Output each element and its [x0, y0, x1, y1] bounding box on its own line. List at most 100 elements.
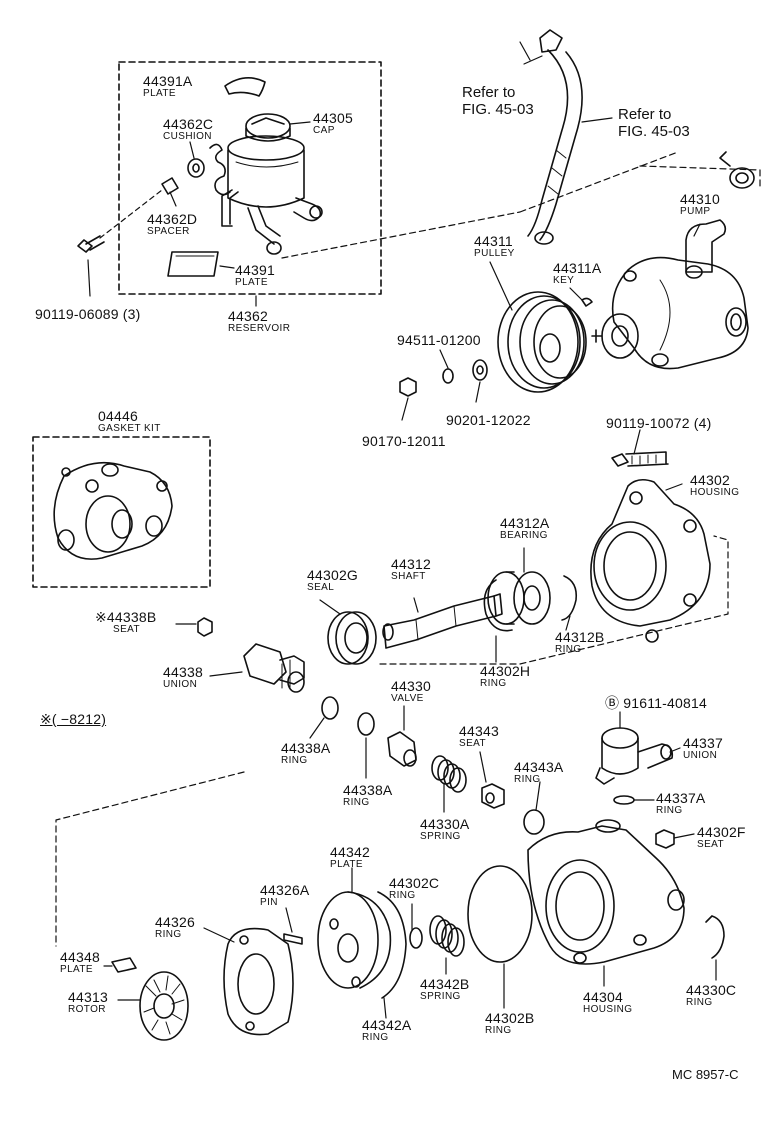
part-number: 44313: [68, 989, 108, 1005]
part-number: 94511-01200: [397, 332, 481, 348]
pressure-hose: [527, 29, 583, 245]
leader-spacer: [169, 191, 177, 207]
leader-union-44337: [669, 747, 681, 753]
ring-44342A: [377, 891, 407, 999]
part-number: Ⓑ 91611-40814: [605, 695, 707, 711]
refer-fig-link[interactable]: FIG. 45-03: [462, 101, 534, 119]
part-number: 04446: [98, 408, 138, 424]
part-name: GASKET KIT: [98, 423, 161, 434]
part-number: 44330C: [686, 982, 737, 998]
leader-seat-44343: [479, 751, 487, 783]
dash-valve-boundary: [55, 771, 245, 947]
part-name: BEARING: [500, 530, 548, 541]
part-name: CUSHION: [163, 131, 212, 142]
reservoir-plate-lower: [167, 251, 219, 277]
part-name: SEAT: [459, 738, 486, 749]
part-number: 44310: [680, 191, 720, 207]
housing-44302: [590, 478, 711, 643]
label-44338A-1: 44338A RING: [281, 741, 330, 766]
shaft-44312: [382, 593, 503, 649]
label-44342B: 44342B SPRING: [420, 977, 469, 1002]
leader-9011910072: [633, 429, 641, 455]
label-44343: 44343 SEAT: [459, 724, 499, 749]
label-44338B: ※44338B SEAT: [95, 610, 156, 635]
label-90201-12022: 90201-12022: [446, 413, 531, 427]
part-name: RING: [155, 929, 182, 940]
part-number: 44302C: [389, 875, 440, 891]
part-number: 44326: [155, 914, 195, 930]
label-44312: 44312 SHAFT: [391, 557, 431, 582]
seat-44302F: [655, 829, 675, 849]
label-90119-10072: 90119-10072 (4): [606, 416, 711, 430]
part-name: RING: [362, 1032, 389, 1043]
part-name: UNION: [163, 679, 198, 690]
leader-reservoir-pump: [281, 151, 679, 259]
spring-44342B: [429, 915, 465, 957]
part-number: 44343A: [514, 759, 564, 775]
leader-housing-44302: [665, 483, 683, 491]
leader-bolt-spacer: [99, 189, 163, 239]
leader-pulley: [489, 261, 513, 311]
label-44302G: 44302G SEAL: [307, 568, 358, 593]
part-number: 44338: [163, 664, 203, 680]
part-number: 44348: [60, 949, 100, 965]
dash-housing-boundary: [379, 535, 729, 665]
label-44326A: 44326A PIN: [260, 883, 309, 908]
part-number: 44337A: [656, 790, 706, 806]
pulley: [497, 291, 587, 393]
part-number: 90119-06089 (3): [35, 306, 141, 322]
leader-seat-44302F: [673, 833, 695, 839]
part-number: 44305: [313, 110, 353, 126]
valve-44330: [387, 731, 417, 767]
label-44313: 44313 ROTOR: [68, 990, 108, 1015]
pulley-key: [581, 297, 593, 307]
part-name: RING: [343, 797, 370, 808]
leader-90170: [401, 397, 409, 421]
label-04446: 04446 GASKET KIT: [98, 409, 161, 434]
label-44312B: 44312B RING: [555, 630, 604, 655]
part-name: RING: [389, 890, 416, 901]
snap-ring-44302H: [483, 579, 513, 632]
leader-seal-44302G: [319, 599, 341, 615]
label-44326: 44326 RING: [155, 915, 195, 940]
leader-cushion: [189, 141, 195, 159]
part-name: SHAFT: [391, 571, 426, 582]
plate-44342: [317, 891, 392, 989]
refer-line-1: Refer to: [618, 106, 672, 123]
label-44337: 44337 UNION: [683, 736, 723, 761]
label-44330: 44330 VALVE: [391, 679, 431, 704]
label-94511-01200: 94511-01200: [397, 333, 481, 347]
pump-body: [591, 219, 749, 370]
ring-44338A-2: [357, 712, 375, 736]
leader-shaft-44312: [413, 597, 419, 613]
part-number: 44311: [474, 233, 513, 249]
part-name: PULLEY: [474, 248, 515, 259]
leader-ring-44343A: [535, 781, 541, 811]
part-name: VALVE: [391, 693, 424, 704]
leader-key: [569, 287, 583, 301]
seat-44338B: [197, 617, 213, 637]
refer-fig-link[interactable]: FIG. 45-03: [618, 123, 690, 141]
label-44342A: 44342A RING: [362, 1018, 411, 1043]
part-name: HOUSING: [583, 1004, 633, 1015]
reservoir-plate-upper: [224, 77, 266, 97]
label-44338A-2: 44338A RING: [343, 783, 392, 808]
rotor-44313: [139, 971, 189, 1041]
label-44337A: 44337A RING: [656, 791, 705, 816]
part-name: RING: [686, 997, 713, 1008]
leader-refer-1: [519, 41, 543, 65]
label-44330C: 44330C RING: [686, 983, 736, 1008]
leader-9011906089: [87, 259, 91, 297]
label-44348: 44348 PLATE: [60, 950, 100, 975]
part-number: 44330: [391, 678, 431, 694]
part-number: 44302G: [307, 567, 359, 583]
ring-44343A: [523, 809, 545, 835]
label-44362D: 44362D SPACER: [147, 212, 197, 237]
snap-ring-44312B: [561, 575, 578, 621]
ring-44338A-1: [321, 696, 339, 720]
gasket-kit-parts: [53, 461, 173, 560]
label-44311A: 44311A KEY: [553, 261, 601, 286]
label-44343A: 44343A RING: [514, 760, 563, 785]
part-number: 44362D: [147, 211, 198, 227]
